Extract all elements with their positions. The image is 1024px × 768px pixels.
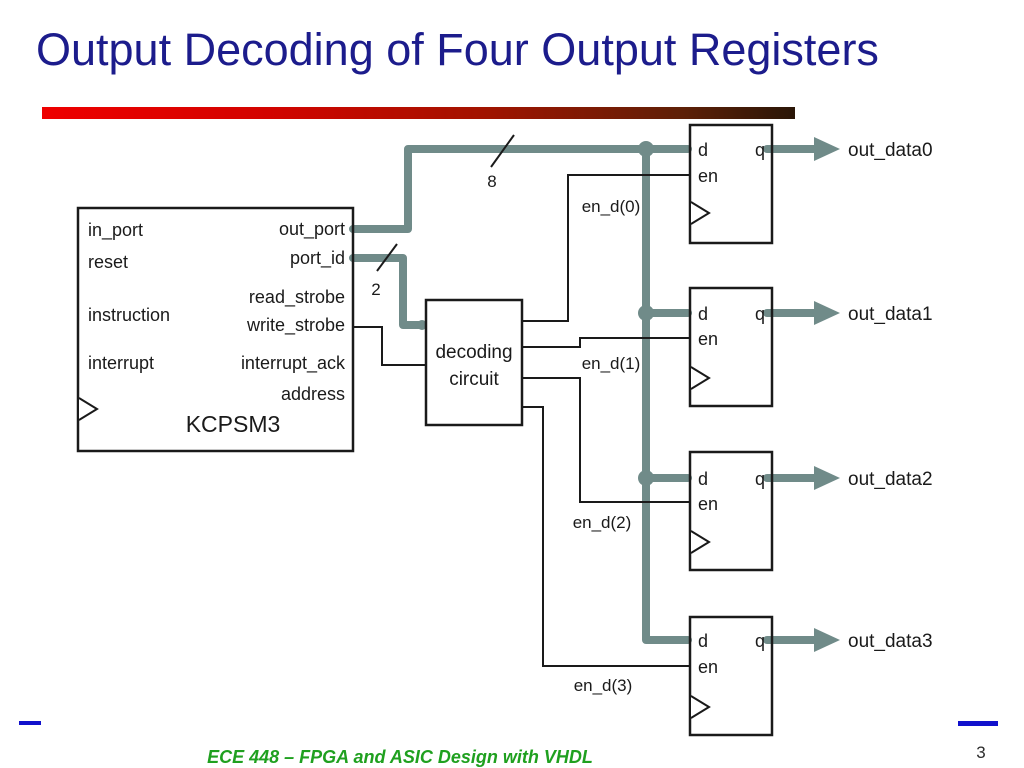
port-label-reset: reset [88,252,128,272]
output-signal-label: out_data0 [848,140,933,161]
bus-port-id-endcap [417,320,427,330]
bus-width-slash-2 [376,243,398,272]
bus-width-label-2: 2 [371,280,380,299]
register-en-label: en [698,494,718,514]
register-en-label: en [698,329,718,349]
register-clock-icon [690,530,711,554]
slide-title: Output Decoding of Four Output Registers [36,24,879,75]
register-q-label: q [755,304,765,324]
port-label-out-port: out_port [279,219,345,240]
register-d-label: d [698,304,708,324]
decoding-circuit-block [424,298,524,427]
bus-junction-dot-0 [638,141,654,157]
register-q-label: q [755,469,765,489]
port-label-instruction: instruction [88,305,170,325]
bus-junction-dot-2 [638,470,654,486]
enable-signal-label: en_d(1) [582,354,641,373]
bus-out-port-8bit [349,145,692,233]
enable-signal-label: en_d(3) [574,676,633,695]
port-label-port-id: port_id [290,248,345,269]
register-q-label: q [755,631,765,651]
register-block [688,450,774,572]
output-signal-label: out_data3 [848,631,933,652]
bus-junction-dot-1 [638,305,654,321]
port-label-write-strobe: write_strobe [246,315,345,336]
register-block [688,286,774,408]
enable-signal-label: en_d(0) [582,197,641,216]
register-d-label: d [698,631,708,651]
bus-port-id-2bit [349,254,424,329]
enable-signal-label: en_d(2) [573,513,632,532]
output-register-1: d en q en_d(1) out_data1 [582,286,933,408]
footer-accent-dash-left [19,721,41,725]
bus-vertical-trunk [642,145,692,644]
footer-accent-dash-right [958,721,998,726]
decoding-circuit-label-line1: decoding [435,342,512,363]
port-label-in-port: in_port [88,220,143,241]
register-d-label: d [698,140,708,160]
kcpsm3-block [76,206,355,453]
register-clock-icon [690,366,711,390]
footer-course-label: ECE 448 – FPGA and ASIC Design with VHDL [207,747,593,767]
arrow-head-out-data2 [814,466,840,490]
register-block [688,615,774,737]
register-en-label: en [698,166,718,186]
port-label-read-strobe: read_strobe [249,287,345,308]
wire-en-d2 [522,377,690,503]
register-clock-icon [690,695,711,719]
wire-en-d1 [522,337,690,348]
output-register-3: d en q en_d(3) out_data3 [574,615,933,737]
output-signal-label: out_data2 [848,469,933,490]
title-divider-gradient-bar [42,107,795,119]
bus-width-slash-8 [490,134,515,168]
arrow-head-out-data3 [814,628,840,652]
wire-en-d3 [522,406,690,667]
register-en-label: en [698,657,718,677]
register-block [688,123,774,245]
decoding-circuit-label-line2: circuit [449,369,499,390]
register-d-label: d [698,469,708,489]
wire-write-strobe [353,326,426,366]
bus-width-label-8: 8 [487,172,496,191]
port-label-address: address [281,384,345,404]
register-clock-icon [690,201,711,225]
output-signal-label: out_data1 [848,304,933,325]
port-label-interrupt-ack: interrupt_ack [241,353,346,374]
wire-en-d0 [522,174,690,322]
arrow-head-out-data1 [814,301,840,325]
kcpsm3-name: KCPSM3 [186,411,281,437]
register-q-label: q [755,140,765,160]
arrow-head-out-data0 [814,137,840,161]
output-register-0: d en q en_d(0) out_data0 [582,123,933,245]
kcpsm3-clock-icon [78,397,99,421]
port-label-interrupt: interrupt [88,353,154,373]
output-register-2: d en q en_d(2) out_data2 [573,450,933,572]
page-number: 3 [976,743,986,762]
